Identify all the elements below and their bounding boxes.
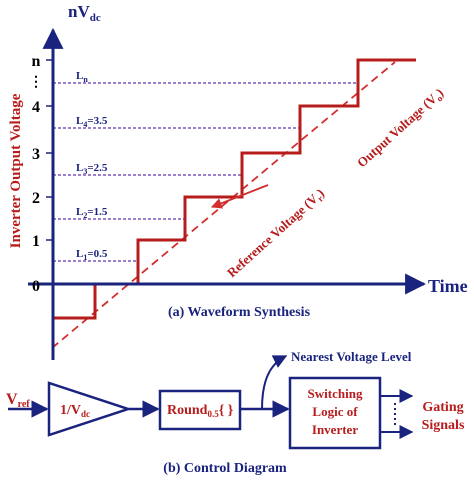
level-labels: Ln L4=3.5 L3=2.5 L2=1.5 L1=0.5 (76, 70, 108, 262)
switching-logic-block (288, 376, 382, 450)
waveform-chart: nVdc Inverter Output Voltage Time 0 1 2 … (8, 2, 468, 360)
round-block (158, 389, 242, 431)
switch-line-3: Inverter (312, 422, 358, 437)
gating-line-2: Signals (422, 418, 465, 433)
switch-line-1: Switching (308, 386, 363, 401)
gain-block (47, 381, 132, 437)
y-tick-2: 2 (32, 190, 40, 207)
level-label-1: L1=0.5 (76, 248, 108, 262)
reference-voltage-label: Reference Voltage (Vr) (224, 185, 328, 281)
round-label: Round0.5{ } (167, 403, 234, 419)
y-tick-dots: ⋮ (29, 75, 43, 90)
gating-line-1: Gating (422, 400, 463, 415)
reference-voltage-line (51, 61, 396, 349)
level-label-2: L2=1.5 (76, 206, 108, 220)
control-diagram: Vref 1/Vdc Round0.5{ } Nearest Voltage L… (6, 349, 465, 476)
output-voltage-label: Output Voltage (Vo) (354, 85, 448, 172)
level-label-3: L3=2.5 (76, 162, 108, 176)
switch-line-2: Logic of (312, 404, 358, 419)
y-tick-n: n (32, 53, 41, 70)
y-tick-1: 1 (32, 233, 40, 250)
nearest-level-arrow (261, 355, 288, 410)
caption-b: (b) Control Diagram (163, 461, 287, 476)
level-lines (53, 82, 358, 262)
reference-arrow (210, 184, 269, 209)
gain-label: 1/Vdc (60, 403, 90, 419)
caption-a: (a) Waveform Synthesis (168, 305, 311, 320)
level-label-n: Ln (76, 70, 88, 84)
x-axis-label: Time (428, 276, 468, 296)
y-tick-3: 3 (32, 146, 40, 163)
level-label-4: L4=3.5 (76, 115, 108, 129)
y-axis-top-label: nVdc (68, 2, 101, 24)
y-tick-4: 4 (32, 99, 40, 116)
y-tick-labels: 0 1 2 3 4 n ⋮ (29, 53, 43, 295)
nearest-level-label: Nearest Voltage Level (291, 349, 412, 364)
y-tick-0: 0 (32, 278, 40, 295)
input-vref-label: Vref (6, 391, 30, 410)
y-axis-title: Inverter Output Voltage (8, 93, 24, 248)
